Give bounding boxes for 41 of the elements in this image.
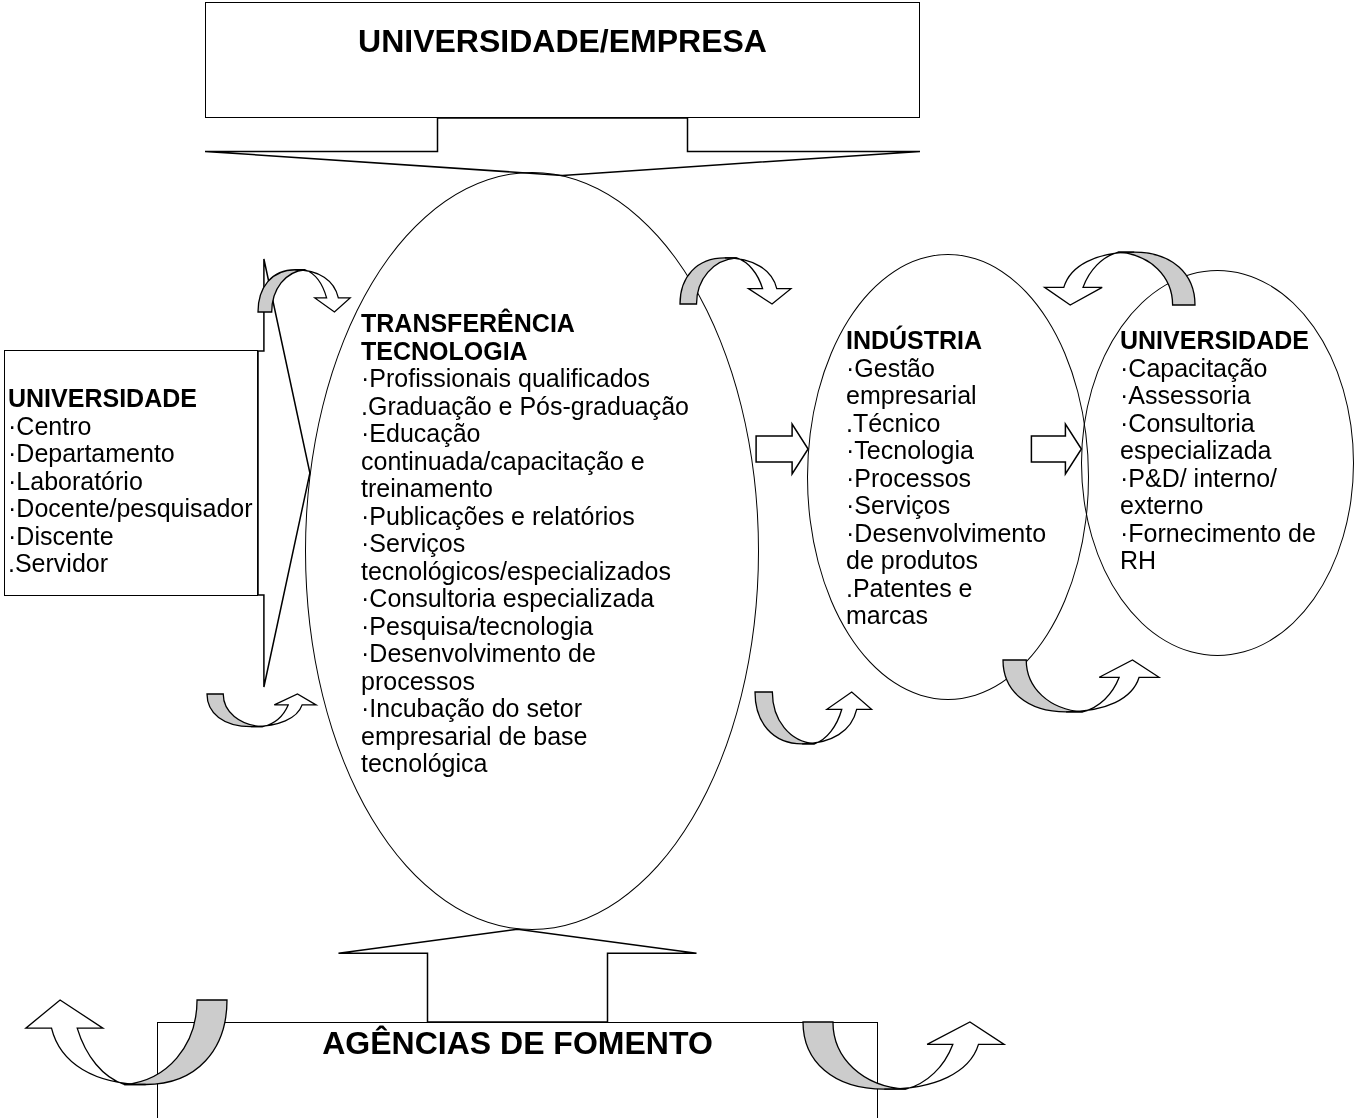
list-item: ·Fornecimento de RH xyxy=(1120,519,1317,575)
callout-box xyxy=(157,1022,878,1118)
block-arrow xyxy=(755,421,809,477)
list-item: ·Assessoria xyxy=(1120,382,1251,410)
list-item: ·Desenvolvimento de processos xyxy=(361,640,597,695)
list-item: ·P&D/ interno/ externo xyxy=(1120,464,1278,520)
heading: UNIVERSIDADE xyxy=(1120,327,1310,355)
list-item: .Patentes e marcas xyxy=(846,574,973,630)
list-item: ·Educação continuada/capacitação e treinamento xyxy=(361,420,645,503)
list-item: ·Laboratório xyxy=(8,467,143,495)
list-item: .Graduação e Pós-graduação xyxy=(361,392,690,420)
heading: UNIVERSIDADE/EMPRESA xyxy=(357,23,768,60)
list-item: ·Departamento xyxy=(8,440,176,468)
list-item: ·Gestão empresarial xyxy=(846,354,978,410)
block-arrow xyxy=(337,928,698,1023)
heading: UNIVERSIDADE xyxy=(8,385,198,413)
block-arrow xyxy=(1030,421,1083,477)
block-arrow xyxy=(204,117,921,177)
list-item: ·Centro xyxy=(8,412,93,440)
heading: TRANSFERÊNCIA TECNOLOGIA xyxy=(361,310,575,365)
list-item: ·Capacitação xyxy=(1120,354,1269,382)
heading: INDÚSTRIA xyxy=(846,327,984,355)
list-item: ·Serviços tecnológicos/especializados xyxy=(361,530,672,585)
list-item: ·Tecnologia xyxy=(846,437,975,465)
list-item: ·Docente/pesquisador xyxy=(8,495,254,523)
list-item: ·Discente xyxy=(8,522,114,550)
list-item: ·Publicações e relatórios xyxy=(361,502,636,530)
block-arrow xyxy=(257,258,311,688)
list-item: .Servidor xyxy=(8,550,110,578)
list-item: ·Serviços xyxy=(846,492,952,520)
callout-box xyxy=(205,2,920,118)
list-item: ·Pesquisa/tecnologia xyxy=(361,612,594,640)
list-item: ·Desenvolvimento de produtos xyxy=(846,519,1048,575)
heading: AGÊNCIAS DE FOMENTO xyxy=(321,1025,714,1062)
list-item: ·Consultoria especializada xyxy=(361,585,655,613)
list-item: ·Profissionais qualificados xyxy=(361,365,652,393)
list-item: .Técnico xyxy=(846,409,941,437)
list-item: ·Processos xyxy=(846,464,972,492)
list-item: ·Incubação do setor empresarial de base tecnológica xyxy=(361,695,589,778)
callout-box xyxy=(4,350,258,596)
list-item: ·Consultoria especializada xyxy=(1120,409,1273,465)
